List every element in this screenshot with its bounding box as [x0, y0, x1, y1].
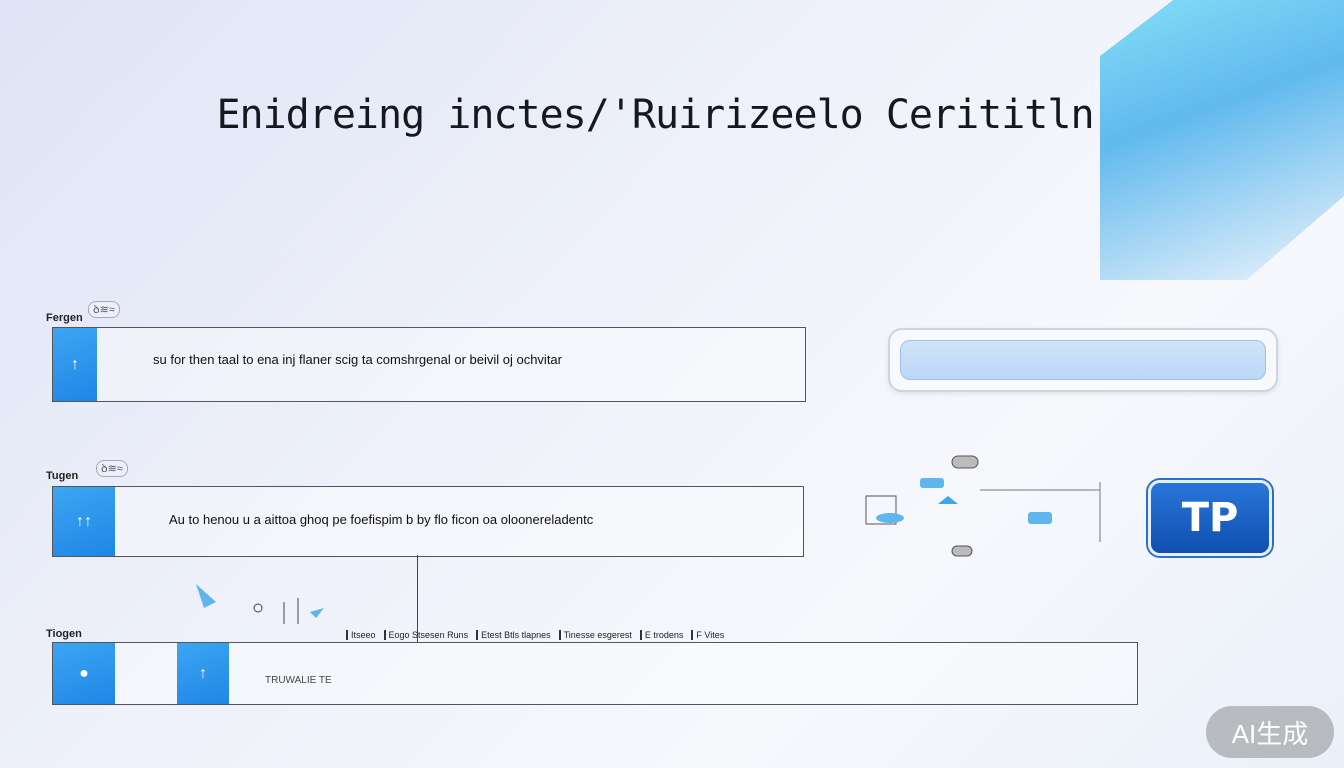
tag-item[interactable]: Itseeo: [346, 630, 376, 640]
page-title: Enidreing inctes/'Ruirizeelo Cerititln: [216, 92, 1094, 138]
row-label-2: Tugen: [46, 470, 79, 482]
toolbar-icons: [196, 584, 324, 624]
feature-panel-2[interactable]: ↑↑ Au to henou u a aittoa ghoq pe foefis…: [52, 486, 804, 557]
tag-item[interactable]: Etest Btls tlapnes: [476, 630, 551, 640]
decorative-building-graphic: [1100, 0, 1344, 280]
tag-strip: Itseeo Eogo Stsesen Runs Etest Btls tlapne…: [346, 630, 732, 640]
upload-icon: ↑↑: [53, 487, 115, 556]
upload-icon: ↑: [177, 643, 229, 704]
tag-item[interactable]: Tinesse esgerest: [558, 630, 632, 640]
tag-item[interactable]: F Vites: [691, 630, 724, 640]
upload-icon: ●: [53, 643, 115, 704]
row-tag-1: ꝺ≋≈: [88, 301, 120, 318]
search-input[interactable]: [900, 340, 1266, 380]
flow-diagram-icon: [865, 455, 1101, 557]
tag-item[interactable]: E trodens: [639, 630, 683, 640]
search-bar[interactable]: [888, 328, 1278, 392]
feature-panel-1[interactable]: ↑ su for then taal to ena inj flaner sci…: [52, 327, 806, 402]
panel-text-3: TRUWALIE TE: [265, 675, 332, 686]
tp-logo-badge: TP: [1148, 480, 1272, 556]
panel-text-1: su for then taal to ena inj flaner scig …: [153, 352, 562, 367]
row-label-1: Fergen: [46, 312, 83, 324]
row-label-3: Tiogen: [46, 628, 82, 640]
feature-panel-3[interactable]: ● ↑ TRUWALIE TE: [52, 642, 1138, 705]
row-tag-2: ꝺ≋≈: [96, 460, 128, 477]
upload-icon: ↑: [53, 328, 97, 401]
connector-line: [417, 555, 418, 642]
tag-item[interactable]: Eogo Stsesen Runs: [383, 630, 468, 640]
panel-text-2: Au to henou u a aittoa ghoq pe foefispim…: [169, 512, 594, 527]
ai-generated-badge: AI生成: [1206, 706, 1334, 758]
